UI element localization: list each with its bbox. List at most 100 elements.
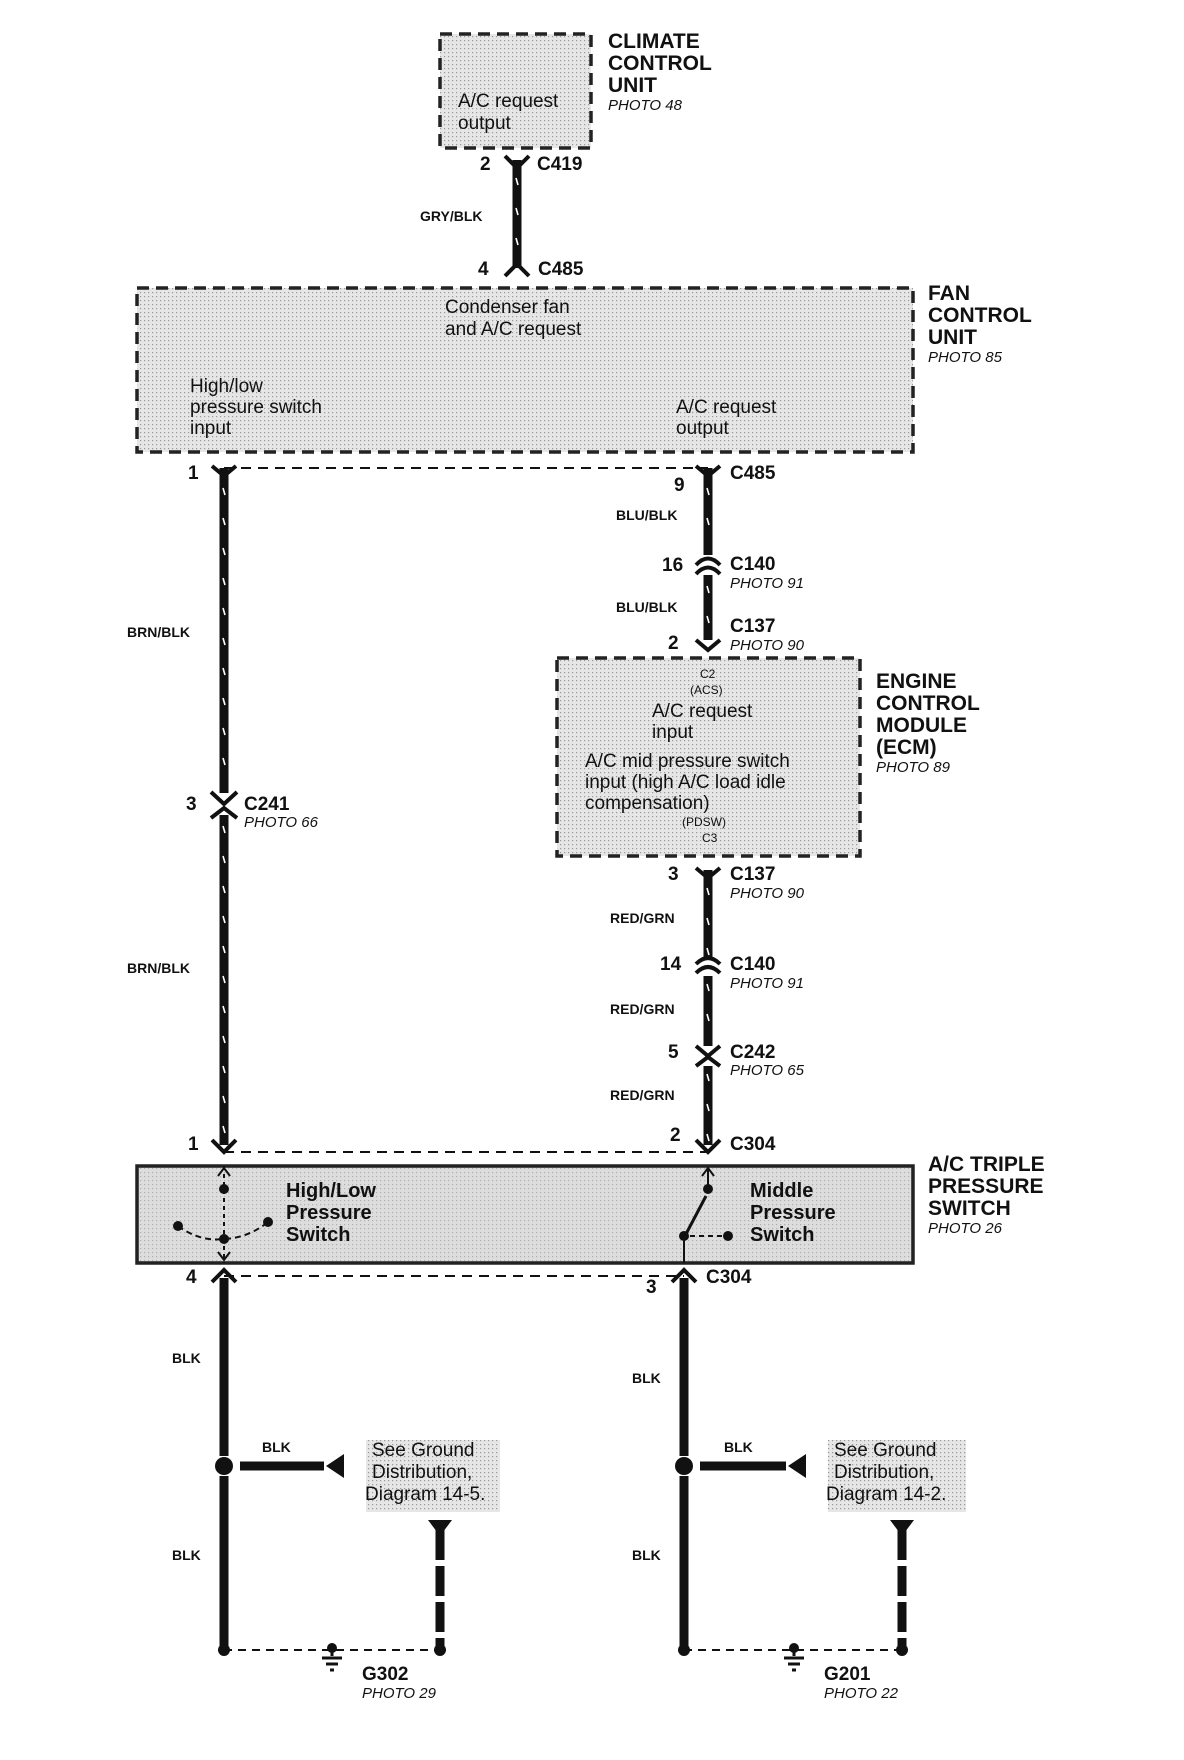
wire-label-blk-right-branch: BLK — [724, 1439, 753, 1455]
ground-left-return-arrow — [428, 1520, 452, 1536]
high-low-contact-bottom — [219, 1234, 229, 1244]
middle-blade — [684, 1195, 708, 1235]
connector-c485-right-symbol — [694, 464, 722, 479]
c137-b-photo: PHOTO 90 — [730, 885, 805, 902]
pin-5-c242: 5 — [668, 1042, 679, 1063]
wire-tick — [222, 1095, 226, 1104]
ground-right-arrow — [788, 1454, 806, 1478]
ac-triple-pressure-switch: High/Low Pressure Switch Middle Pressure… — [135, 1153, 1045, 1265]
ecm-title-line-3: MODULE — [876, 714, 967, 737]
pin-2-c304: 2 — [670, 1125, 681, 1146]
wire-tick — [706, 887, 710, 896]
c140-b-photo: PHOTO 91 — [730, 975, 804, 992]
connector-c242: C242 — [730, 1042, 775, 1063]
ecm-input1-line-1: A/C request — [652, 701, 753, 722]
ecm-photo: PHOTO 89 — [876, 759, 951, 776]
high-low-label-2: Pressure — [286, 1202, 372, 1224]
wire-tick — [222, 577, 226, 586]
wire-tick — [222, 1005, 226, 1014]
wire-tick — [222, 945, 226, 954]
climate-output-line-2: output — [458, 113, 512, 134]
climate-control-unit: A/C request output CLIMATE CONTROL UNIT … — [438, 30, 712, 150]
wire-label-blk-right-upper: BLK — [632, 1370, 661, 1386]
connector-c140-b-symbol — [694, 956, 722, 975]
wire-twist-marks — [222, 177, 710, 1142]
ground-right-node-a — [678, 1644, 690, 1656]
wire-tick — [222, 757, 226, 766]
fan-photo: PHOTO 85 — [928, 349, 1003, 366]
splice-left — [215, 1457, 233, 1475]
connector-c485-bottom: C485 — [730, 463, 776, 484]
high-low-label-3: Switch — [286, 1224, 350, 1246]
c137-a-photo: PHOTO 90 — [730, 637, 805, 654]
wire-tick — [706, 585, 710, 594]
ground-right-note-box — [828, 1440, 966, 1512]
high-low-label-1: High/Low — [286, 1180, 376, 1202]
connector-c137-b-symbol — [694, 866, 722, 881]
pin-3-c241: 3 — [186, 794, 197, 815]
wire-tick — [706, 487, 710, 496]
connector-c137-b: C137 — [730, 864, 775, 885]
ecm-input1-line-2: input — [652, 722, 694, 743]
ecm-title-line-4: (ECM) — [876, 736, 937, 759]
middle-pivot — [723, 1231, 733, 1241]
ecm-terminal-c2: C2 — [700, 667, 716, 681]
ecm-input2-line-3: compensation) — [585, 793, 710, 814]
connector-c485-left-symbol — [210, 464, 238, 479]
ground-right-return-arrow — [890, 1520, 914, 1536]
middle-label-1: Middle — [750, 1180, 813, 1202]
pin-2-c137: 2 — [668, 633, 679, 654]
connector-c137-a-symbol — [694, 638, 722, 653]
high-low-contact-top — [219, 1184, 229, 1194]
wire-tick — [222, 607, 226, 616]
wire-tick — [222, 1125, 226, 1134]
pin-3-c304: 3 — [646, 1277, 657, 1298]
connector-c304-bottom: C304 — [706, 1267, 752, 1288]
ecm-code-acs: (ACS) — [690, 683, 723, 697]
ground-left-note-3: Diagram 14-5. — [365, 1484, 485, 1505]
wire-label-blu-blk-2: BLU/BLK — [616, 599, 677, 615]
ecm-terminal-c3: C3 — [702, 831, 718, 845]
ground-id-g302: G302 — [362, 1664, 408, 1685]
ground-right-symbol-dot — [789, 1643, 799, 1653]
climate-title-line-3: UNIT — [608, 74, 657, 97]
middle-arrow — [701, 1166, 715, 1177]
fan-title-line-1: FAN — [928, 282, 970, 305]
wire-label-blu-blk-1: BLU/BLK — [616, 507, 677, 523]
fan-title-line-2: CONTROL — [928, 304, 1032, 327]
wire-label-gry-blk: GRY/BLK — [420, 208, 482, 224]
wire-tick — [515, 207, 519, 216]
connector-c304-right-symbol — [694, 1138, 722, 1155]
wire-tick — [706, 1073, 710, 1082]
c140-a-photo: PHOTO 91 — [730, 575, 804, 592]
climate-output-line-1: A/C request — [458, 91, 559, 112]
connector-c140-a-symbol — [694, 556, 722, 576]
switch-photo: PHOTO 26 — [928, 1220, 1003, 1237]
middle-label-2: Pressure — [750, 1202, 836, 1224]
wire-label-blk-right-lower: BLK — [632, 1547, 661, 1563]
pin-2-c419: 2 — [480, 154, 491, 175]
connector-c140-b: C140 — [730, 954, 775, 975]
ecm-title-line-1: ENGINE — [876, 670, 957, 693]
wire-tick — [706, 1013, 710, 1022]
fan-left-line-1: High/low — [190, 376, 263, 397]
ground-left-node-a — [218, 1644, 230, 1656]
fan-function-line-2: and A/C request — [445, 319, 582, 340]
ground-left-note-box — [366, 1440, 500, 1512]
pin-9-c485: 9 — [674, 475, 685, 496]
wire-label-blk-left-branch: BLK — [262, 1439, 291, 1455]
climate-title-line-1: CLIMATE — [608, 30, 700, 53]
wire-tick — [222, 487, 226, 496]
wire-tick — [515, 177, 519, 186]
wire-tick — [706, 983, 710, 992]
c242-photo: PHOTO 65 — [730, 1062, 805, 1079]
connector-c304-bottom-left-symbol — [210, 1267, 238, 1284]
ground-right: BLK BLK BLK See Ground Distribution, Dia… — [632, 1278, 966, 1702]
wire-label-red-grn-1: RED/GRN — [610, 910, 675, 926]
switch-title-line-3: SWITCH — [928, 1197, 1011, 1220]
connector-c242-symbol — [694, 1044, 722, 1068]
wire-label-red-grn-3: RED/GRN — [610, 1087, 675, 1103]
middle-label-3: Switch — [750, 1224, 814, 1246]
wire-tick — [706, 917, 710, 926]
connector-c304-left-symbol — [210, 1138, 238, 1155]
